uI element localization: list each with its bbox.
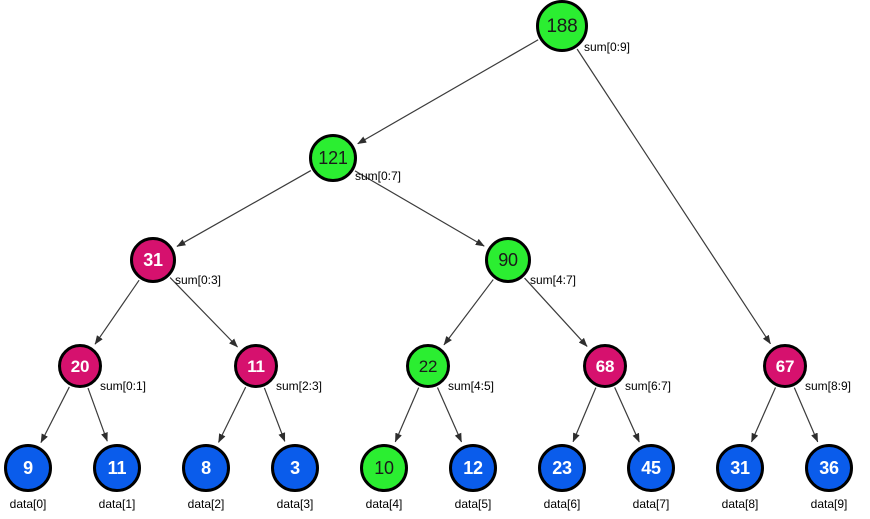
leaf-node-value-label: 31: [730, 458, 750, 478]
leaf-caption: data[5]: [454, 497, 492, 511]
tree-node-121[interactable]: 121: [309, 134, 357, 182]
leaf-caption: data[0]: [9, 497, 47, 511]
tree-node-68[interactable]: 68: [583, 344, 627, 388]
leaf-node-value-label: 10: [374, 458, 394, 478]
tree-node-value-label: 90: [498, 250, 518, 270]
leaf-caption: data[1]: [98, 497, 136, 511]
tree-edge: [443, 279, 494, 346]
tree-edge: [576, 48, 771, 345]
range-annotation: sum[0:7]: [355, 169, 402, 183]
tree-node-22[interactable]: 22: [406, 344, 450, 388]
range-annotation: sum[8:9]: [805, 379, 852, 393]
range-annotation: sum[0:3]: [175, 273, 222, 287]
leaf-node-10[interactable]: 10: [360, 444, 408, 492]
leaf-node-value-label: 8: [201, 458, 211, 478]
leaf-node-23[interactable]: 23: [538, 444, 586, 492]
range-annotation: sum[0:9]: [584, 40, 631, 54]
tree-edge: [218, 386, 247, 443]
leaf-caption: data[6]: [543, 497, 581, 511]
leaf-node-value-label: 12: [463, 458, 483, 478]
leaf-node-12[interactable]: 12: [449, 444, 497, 492]
leaf-node-36[interactable]: 36: [805, 444, 853, 492]
leaf-node-3[interactable]: 3: [271, 444, 319, 492]
leaf-caption: data[2]: [187, 497, 225, 511]
tree-edge: [614, 387, 640, 443]
leaf-node-8[interactable]: 8: [182, 444, 230, 492]
leaf-node-value-label: 9: [23, 458, 33, 478]
tree-node-11[interactable]: 11: [234, 344, 278, 388]
tree-node-value-label: 68: [595, 356, 615, 376]
leaf-node-45[interactable]: 45: [627, 444, 675, 492]
tree-edge: [572, 387, 597, 443]
tree-edge: [524, 277, 588, 347]
tree-node-value-label: 188: [546, 15, 578, 37]
tree-edge: [40, 386, 70, 444]
range-annotation: sum[4:5]: [448, 379, 495, 393]
leaf-node-value-label: 11: [107, 458, 127, 478]
tree-edge: [87, 387, 108, 442]
tree-edge: [169, 277, 238, 348]
leaf-node-value-label: 23: [552, 458, 572, 478]
range-annotation: sum[2:3]: [276, 379, 323, 393]
tree-edge: [94, 279, 140, 345]
leaf-node-31[interactable]: 31: [716, 444, 764, 492]
tree-edge: [357, 39, 539, 145]
tree-node-188[interactable]: 188: [536, 0, 588, 52]
leaf-caption: data[9]: [810, 497, 848, 511]
tree-edge: [394, 387, 420, 443]
range-annotation: sum[4:7]: [530, 273, 577, 287]
leaf-caption: data[3]: [276, 497, 314, 511]
tree-node-value-label: 31: [143, 250, 163, 270]
tree-edge: [750, 387, 777, 443]
tree-node-value-label: 121: [318, 148, 348, 168]
tree-edge: [436, 387, 463, 443]
leaf-caption: data[7]: [632, 497, 670, 511]
tree-node-90[interactable]: 90: [485, 237, 531, 283]
tree-node-value-label: 11: [247, 356, 265, 376]
tree-node-67[interactable]: 67: [763, 344, 807, 388]
leaf-node-9[interactable]: 9: [4, 444, 52, 492]
range-annotation: sum[0:1]: [100, 379, 147, 393]
tree-edge: [793, 387, 819, 443]
tree-node-value-label: 20: [70, 356, 90, 376]
tree-edge: [263, 387, 286, 442]
tree-node-31[interactable]: 31: [130, 237, 176, 283]
tree-node-value-label: 67: [775, 356, 795, 376]
tree-edge: [176, 170, 312, 247]
leaf-node-value-label: 3: [290, 458, 300, 478]
leaf-caption: data[8]: [721, 497, 759, 511]
leaf-node-value-label: 36: [819, 458, 839, 478]
range-annotation: sum[6:7]: [625, 379, 672, 393]
leaf-node-value-label: 45: [641, 458, 661, 478]
tree-node-value-label: 22: [418, 356, 438, 376]
leaf-node-11[interactable]: 11: [93, 444, 141, 492]
tree-node-20[interactable]: 20: [58, 344, 102, 388]
leaf-caption: data[4]: [365, 497, 403, 511]
